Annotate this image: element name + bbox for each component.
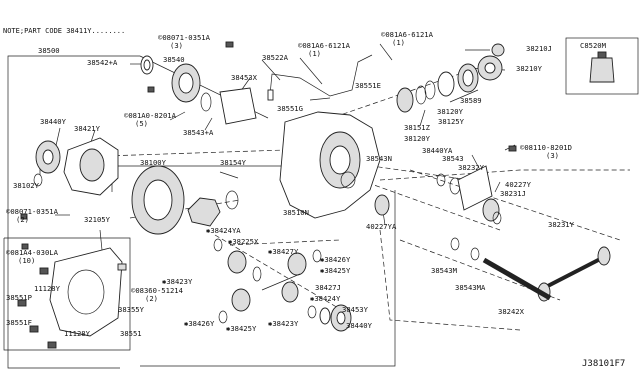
label-40227y: 40227Y bbox=[505, 180, 532, 189]
label-081a6-b: ©081A6-6121A bbox=[381, 30, 434, 39]
label-38543m: 38543M bbox=[431, 266, 458, 275]
pinion-shaft bbox=[261, 273, 301, 291]
label-38232y: 38232Y bbox=[458, 163, 485, 172]
label-38540: 38540 bbox=[163, 55, 185, 64]
breather-tube bbox=[269, 54, 373, 97]
label-08071-b: ©08071-0351A bbox=[6, 207, 59, 216]
label-081a4-qty: (10) bbox=[18, 256, 35, 265]
seal-40227ya bbox=[374, 194, 390, 216]
label-38426y-b: ✱38426Y bbox=[184, 319, 215, 328]
label-38551p: 38551P bbox=[6, 293, 32, 302]
inset-label: C8520M bbox=[580, 41, 607, 50]
label-38210j: 38210J bbox=[526, 44, 552, 53]
label-08360: ©08360-51214 bbox=[131, 286, 183, 295]
label-38543ma: 38543MA bbox=[455, 283, 486, 292]
flange-nut bbox=[491, 43, 505, 57]
label-38440y-b: 38440Y bbox=[346, 321, 373, 330]
label-38427j: 38427J bbox=[315, 283, 341, 292]
label-38210y: 38210Y bbox=[516, 64, 543, 73]
gasket-38453x bbox=[219, 87, 257, 125]
label-38102y: 38102Y bbox=[13, 181, 40, 190]
sealant-tube-icon bbox=[589, 57, 615, 83]
label-38440ya: 38440YA bbox=[422, 146, 453, 155]
label-38242x: 38242X bbox=[498, 307, 525, 316]
tube-38242x bbox=[482, 257, 552, 301]
seal-40227y bbox=[482, 198, 500, 222]
label-38543n: 38543N bbox=[366, 154, 392, 163]
label-38551f: 38551F bbox=[6, 318, 32, 327]
label-38453x: 38453X bbox=[231, 73, 258, 82]
bolt-icon bbox=[508, 145, 517, 152]
bolt-icon bbox=[21, 243, 29, 250]
label-38424ya: ✱38424YA bbox=[206, 226, 241, 235]
label-38543a: 38543+A bbox=[183, 128, 214, 137]
label-38423y-b: ✱38423Y bbox=[268, 319, 299, 328]
side-shaft-38231y bbox=[539, 253, 609, 292]
label-38543: 38543 bbox=[442, 154, 464, 163]
label-08071a-qty: (3) bbox=[170, 41, 183, 50]
label-081a4: ©081A4-030LA bbox=[6, 248, 59, 257]
bolt-icon bbox=[20, 213, 28, 220]
label-38453y: 38453Y bbox=[342, 305, 369, 314]
label-08110: ©08110-8201D bbox=[520, 143, 572, 152]
labels: NOTE;PART CODE 38411Y........ 38500 3854… bbox=[3, 27, 625, 369]
label-40227ya: 40227YA bbox=[366, 222, 397, 231]
bolt-icon bbox=[147, 86, 155, 93]
label-38120y: 38120Y bbox=[437, 107, 464, 116]
label-38551g: 38551G bbox=[277, 104, 303, 113]
inset-box bbox=[565, 37, 639, 95]
label-38355y: 38355Y bbox=[118, 305, 145, 314]
label-38120y-b: 38120Y bbox=[404, 134, 431, 143]
label-32105y: 32105Y bbox=[84, 215, 111, 224]
label-38551e: 38551E bbox=[355, 81, 381, 90]
label-38551: 38551 bbox=[120, 329, 142, 338]
label-11128y: 11128Y bbox=[34, 284, 61, 293]
label-38125y: 38125Y bbox=[438, 117, 465, 126]
label-38154y: 38154Y bbox=[220, 158, 247, 167]
label-08071-b-qty: (2) bbox=[16, 215, 29, 224]
label-38421y: 38421Y bbox=[74, 124, 101, 133]
label-38425y-b: ✱38425Y bbox=[226, 324, 257, 333]
label-38589: 38589 bbox=[460, 96, 482, 105]
label-38100y: 38100Y bbox=[140, 158, 167, 167]
label-38423y-a: ✱38423Y bbox=[162, 277, 193, 286]
label-08360-qty: (2) bbox=[145, 294, 158, 303]
label-38231j: 38231J bbox=[500, 189, 526, 198]
stud-32105y bbox=[99, 229, 103, 251]
label-38522a: 38522A bbox=[262, 53, 289, 62]
label-081a6-a-qty: (1) bbox=[308, 49, 321, 58]
drive-pinion bbox=[187, 197, 221, 227]
label-38225x: ✱38225X bbox=[228, 237, 259, 246]
diagram-code: J38101F7 bbox=[582, 359, 625, 369]
label-38151z: 38151Z bbox=[404, 123, 431, 132]
label-38510n: 38510N bbox=[283, 208, 309, 217]
label-38440y-a: 38440Y bbox=[40, 117, 67, 126]
label-081a0: ©081A0-8201A bbox=[124, 111, 177, 120]
side-flange-38232y bbox=[457, 165, 493, 211]
part-shapes bbox=[17, 37, 639, 349]
label-38500: 38500 bbox=[38, 46, 60, 55]
note-text: NOTE;PART CODE 38411Y........ bbox=[3, 27, 125, 35]
label-38427y: ✱38427Y bbox=[268, 247, 299, 256]
side-gear bbox=[227, 250, 247, 274]
label-38424y: ✱38424Y bbox=[310, 294, 341, 303]
label-081a6-a: ©081A6-6121A bbox=[298, 41, 351, 50]
label-38231y: 38231Y bbox=[548, 220, 575, 229]
label-38426y-a: ✱38426Y bbox=[320, 255, 351, 264]
o-ring bbox=[200, 92, 212, 112]
label-081a0-qty: (5) bbox=[135, 119, 148, 128]
label-11128y-b: 11128Y bbox=[64, 329, 91, 338]
label-38542a: 38542+A bbox=[87, 58, 118, 67]
label-38425y-a: ✱38425Y bbox=[320, 266, 351, 275]
label-081a6-b-qty: (1) bbox=[392, 38, 405, 47]
label-08110-qty: (3) bbox=[546, 151, 559, 160]
label-08071a: ©08071-0351A bbox=[158, 33, 211, 42]
rear-cover-38355y bbox=[49, 247, 123, 337]
bolt-icon bbox=[225, 41, 234, 48]
